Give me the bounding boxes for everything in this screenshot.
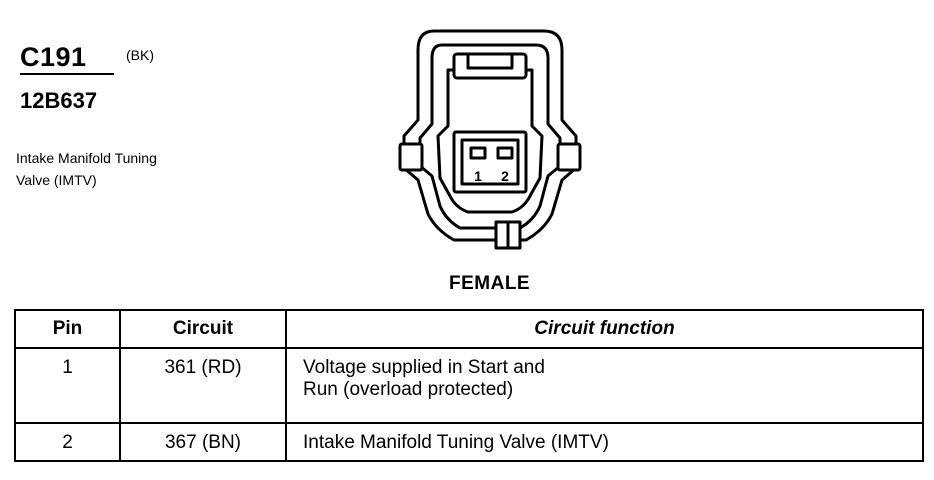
cell-pin: 2 — [14, 422, 121, 462]
table-row: 2 367 (BN) Intake Manifold Tuning Valve … — [14, 422, 924, 462]
header-circuit: Circuit — [119, 309, 287, 349]
function-line: Voltage supplied in Start and — [303, 357, 545, 378]
cell-circuit: 361 (RD) — [119, 347, 287, 424]
table-row: 1 361 (RD) Voltage supplied in Start and… — [14, 347, 924, 424]
pin-label-2: 2 — [501, 168, 509, 184]
connector-face-diagram: 1 2 — [398, 29, 582, 250]
cell-circuit-function: Intake Manifold Tuning Valve (IMTV) — [285, 422, 924, 462]
cell-pin: 1 — [14, 347, 121, 424]
side-tab-left — [398, 142, 424, 172]
connector-color: (BK) — [126, 47, 154, 63]
table-header-row: Pin Circuit Circuit function — [14, 309, 924, 349]
connector-id-underline — [20, 73, 114, 75]
cell-circuit-function: Voltage supplied in Start and Run (overl… — [285, 347, 924, 424]
pin-circuit-table: Pin Circuit Circuit function 1 361 (RD) … — [14, 309, 924, 462]
connector-description: Intake Manifold Tuning Valve (IMTV) — [16, 147, 157, 191]
part-number: 12B637 — [20, 88, 98, 113]
cell-circuit: 367 (BN) — [119, 422, 287, 462]
latch-inner — [466, 52, 514, 70]
pin-label-1: 1 — [474, 168, 482, 184]
header-pin: Pin — [14, 309, 121, 349]
description-line-2: Valve (IMTV) — [16, 172, 97, 188]
function-line: Run (overload protected) — [303, 379, 514, 400]
side-tab-right — [556, 142, 582, 172]
description-line-1: Intake Manifold Tuning — [16, 150, 157, 166]
pin-2-cavity — [496, 146, 514, 160]
connector-gender-label: FEMALE — [449, 273, 531, 294]
connector-id: C191 — [20, 42, 87, 72]
header-circuit-function: Circuit function — [285, 309, 924, 349]
function-line: Intake Manifold Tuning Valve (IMTV) — [303, 432, 609, 453]
pin-1-cavity — [469, 146, 487, 160]
